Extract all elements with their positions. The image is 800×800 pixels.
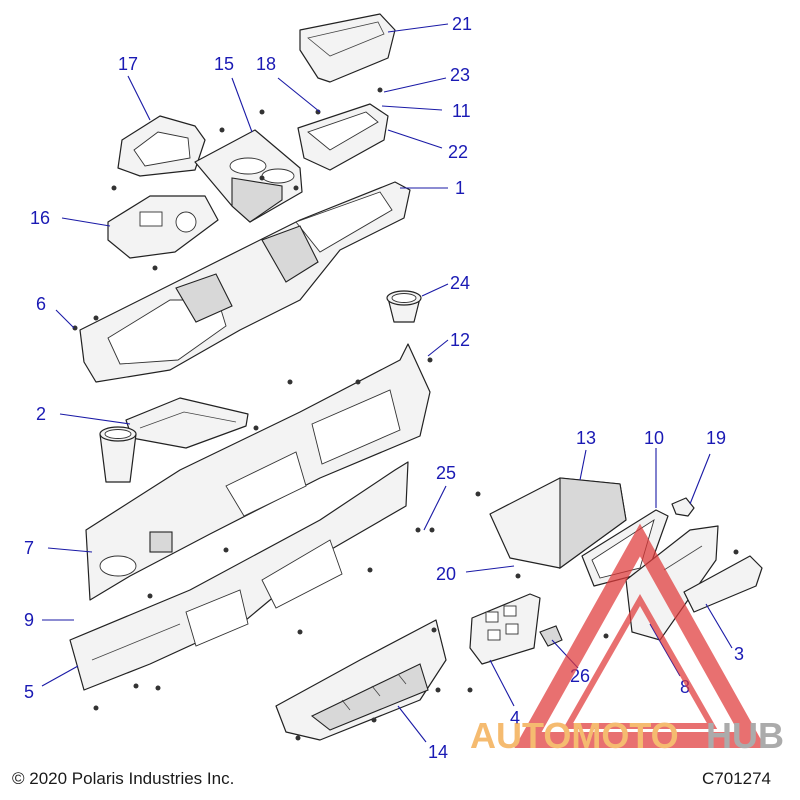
callout-22: 22 <box>448 142 468 162</box>
part-5-lower-dash <box>69 461 409 691</box>
cup-insert-left <box>99 426 137 483</box>
callout-9: 9 <box>24 610 34 630</box>
part-7-main-dash-frame <box>85 343 431 601</box>
part-13-glove-box-bin <box>489 477 627 570</box>
watermark-logo: AUTOMOTO HUB <box>470 523 784 756</box>
callout-7: 7 <box>24 538 34 558</box>
part-26-connector <box>539 625 563 647</box>
callout-numbers: 1 2 3 4 5 6 7 8 9 10 11 12 13 14 15 16 1… <box>24 14 744 762</box>
part-16-gauge-bracket <box>107 195 219 259</box>
callout-17: 17 <box>118 54 138 74</box>
watermark-word-gray: HUB <box>706 715 784 756</box>
callout-4: 4 <box>510 708 520 728</box>
fasteners <box>72 87 739 741</box>
callout-25: 25 <box>436 463 456 483</box>
watermark-word-orange: AUTOMOTO <box>470 715 679 756</box>
callout-6: 6 <box>36 294 46 314</box>
part-19-latch-clip <box>671 497 695 517</box>
callout-21: 21 <box>452 14 472 34</box>
watermark-triangle <box>514 523 766 748</box>
callout-13: 13 <box>576 428 596 448</box>
callout-1: 1 <box>455 178 465 198</box>
part-24-cup-insert <box>386 290 422 323</box>
part-3-latch-cover <box>683 555 763 613</box>
callout-11: 11 <box>452 101 471 121</box>
part-15-cupholder-panel <box>194 129 303 223</box>
copyright-text: © 2020 Polaris Industries Inc. <box>12 769 234 788</box>
callout-5: 5 <box>24 682 34 702</box>
part-2-support-bracket <box>125 397 249 449</box>
diagram-code: C701274 <box>702 769 771 788</box>
callout-18: 18 <box>256 54 276 74</box>
part-14-glove-tray <box>275 619 447 741</box>
callout-8: 8 <box>680 677 690 697</box>
leader-lines <box>41 23 733 743</box>
callout-20: 20 <box>436 564 456 584</box>
callout-24: 24 <box>450 273 470 293</box>
part-1-upper-dash <box>79 181 411 383</box>
callout-12: 12 <box>450 330 470 350</box>
callout-2: 2 <box>36 404 46 424</box>
part-4-switch-panel <box>469 593 541 665</box>
callout-19: 19 <box>706 428 726 448</box>
callout-16: 16 <box>30 208 50 228</box>
callout-3: 3 <box>734 644 744 664</box>
part-22-storage-box <box>297 103 389 171</box>
part-17-gauge-hood <box>117 115 206 177</box>
callout-23: 23 <box>450 65 470 85</box>
callout-10: 10 <box>644 428 664 448</box>
callout-14: 14 <box>428 742 448 762</box>
callout-15: 15 <box>214 54 234 74</box>
part-21-bezel <box>299 13 396 83</box>
